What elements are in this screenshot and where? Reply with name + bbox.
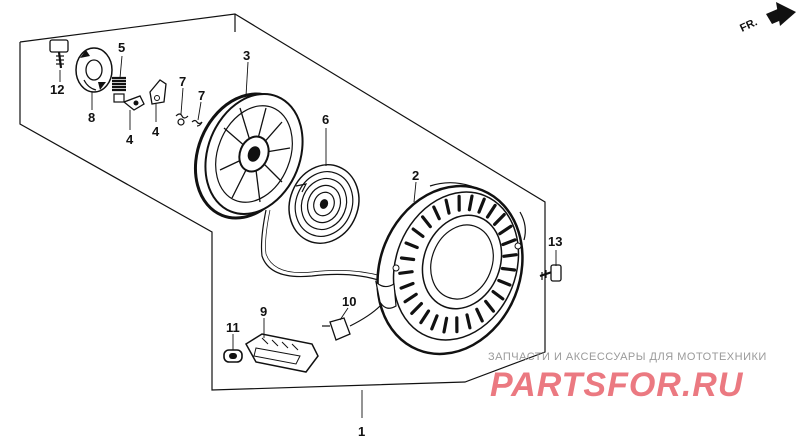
label-part-2: 2 (412, 168, 419, 183)
part-11-grommet (223, 349, 243, 363)
label-part-11: 11 (226, 320, 240, 335)
case-vent-slot (419, 309, 431, 325)
case-vent-slot (501, 238, 517, 247)
label-part-7-right: 7 (198, 88, 205, 103)
case-vent-slot (491, 290, 505, 301)
label-part-1: 1 (358, 424, 365, 439)
watermark-caption: ЗАПЧАСТИ И АКСЕССУАРЫ ДЛЯ МОТОТЕХНИКИ (488, 351, 767, 363)
assembly-outline (19, 13, 546, 391)
label-part-13: 13 (548, 234, 562, 249)
case-vent-slot (398, 270, 414, 275)
case-vent-slot (484, 299, 495, 313)
case-vent-slot (403, 292, 418, 304)
part-12-bolt (49, 39, 69, 69)
part-4-pawl-right (149, 79, 167, 105)
case-vent-slot (497, 278, 512, 287)
part-4-pawl-left (122, 95, 145, 111)
case-vent-slot (500, 266, 517, 272)
part-2-starter-case (375, 182, 526, 356)
watermark-logo: PARTSFOR.RU (490, 366, 744, 404)
part-3-starter-reel (193, 92, 304, 220)
front-direction-label: FR. (738, 16, 759, 34)
case-vent-slot (432, 205, 441, 221)
case-vent-slot (399, 256, 416, 262)
starter-rope-inner (265, 209, 399, 283)
label-part-10: 10 (342, 294, 356, 309)
leader-lines (59, 55, 557, 418)
case-vent-slot (477, 197, 486, 214)
part-9-starter-grip (244, 333, 319, 373)
label-part-6: 6 (322, 112, 329, 127)
case-vent-slot (465, 313, 472, 330)
label-part-7-left: 7 (179, 74, 186, 89)
case-vent-slots (398, 194, 518, 334)
case-vent-slot (430, 314, 439, 331)
part-8-friction-plate (75, 47, 113, 93)
part-7-clip-right (191, 119, 203, 127)
case-vent-slot (399, 281, 415, 290)
case-vent-slot (411, 227, 425, 238)
case-vent-slot (475, 307, 484, 323)
case-vent-slot (404, 241, 419, 250)
case-vent-slot (421, 215, 432, 229)
case-vent-slot (485, 203, 497, 219)
part-7-clip-left (175, 113, 189, 126)
label-part-4-right: 4 (152, 124, 160, 139)
part-6-recoil-spring (288, 164, 360, 244)
label-part-3: 3 (243, 48, 250, 63)
label-part-9: 9 (260, 304, 267, 319)
label-part-5: 5 (118, 40, 125, 55)
part-10-rope-guide (322, 305, 381, 341)
front-direction-arrow (766, 2, 796, 26)
case-vent-slot (493, 213, 506, 226)
case-vent-slot (444, 198, 451, 215)
part-5-spring (112, 76, 126, 103)
label-part-4-left: 4 (126, 132, 134, 147)
case-vent-slot (498, 224, 513, 236)
label-part-12: 12 (50, 82, 64, 97)
case-vent-slot (502, 253, 518, 258)
part-13-flange-bolt (539, 264, 562, 282)
label-part-8: 8 (88, 110, 95, 125)
case-vent-slot (442, 316, 449, 334)
case-vent-slot (410, 302, 423, 315)
case-vent-slot (467, 194, 474, 212)
